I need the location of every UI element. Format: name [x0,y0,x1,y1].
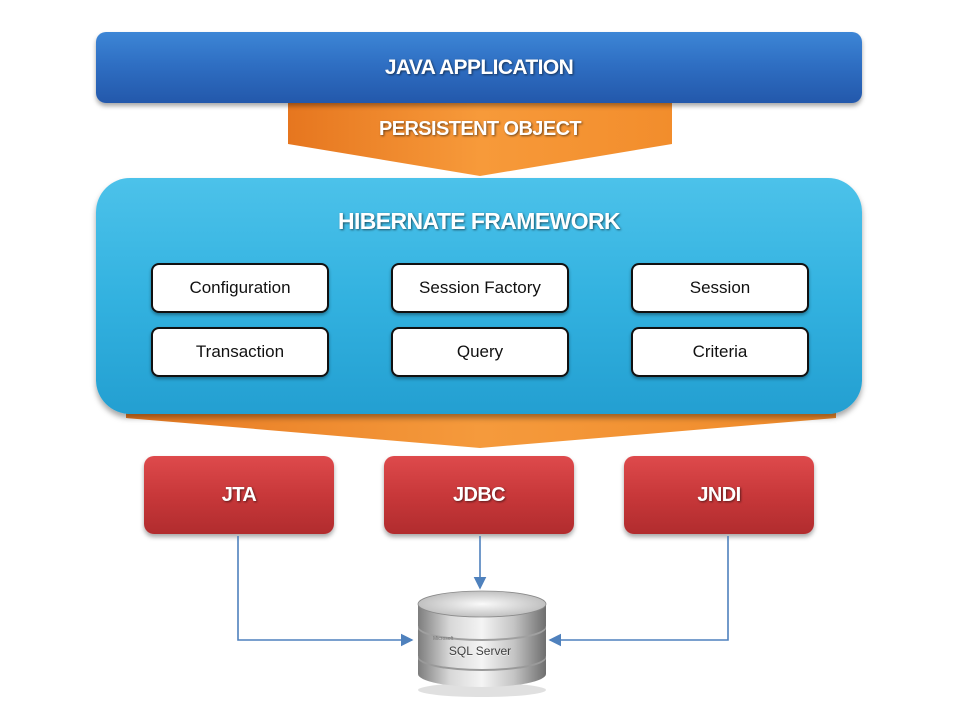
component-configuration: Configuration [151,263,329,313]
component-transaction: Transaction [151,327,329,377]
service-jta: JTA [144,456,334,534]
java-application-label: JAVA APPLICATION [384,55,574,79]
component-session-factory: Session Factory [391,263,569,313]
hibernate-framework-panel: HIBERNATE FRAMEWORK Configuration Sessio… [96,178,862,414]
component-criteria: Criteria [631,327,809,377]
service-jta-label: JTA [221,483,257,506]
connector-jndi [548,536,729,647]
database-icon [417,590,547,697]
hibernate-framework-title: HIBERNATE FRAMEWORK [337,208,621,234]
service-jndi: JNDI [624,456,814,534]
connector-jta [237,536,414,647]
component-session: Session [631,263,809,313]
database-small-label: Microsoft [433,636,454,642]
database-label: SQL Server [448,644,512,658]
service-jdbc: JDBC [384,456,574,534]
component-query: Query [391,327,569,377]
persistent-object-label: PERSISTENT OBJECT [378,118,582,140]
service-jdbc-label: JDBC [452,483,506,506]
service-jndi-label: JNDI [697,483,741,506]
java-application-bar: JAVA APPLICATION [96,32,862,103]
